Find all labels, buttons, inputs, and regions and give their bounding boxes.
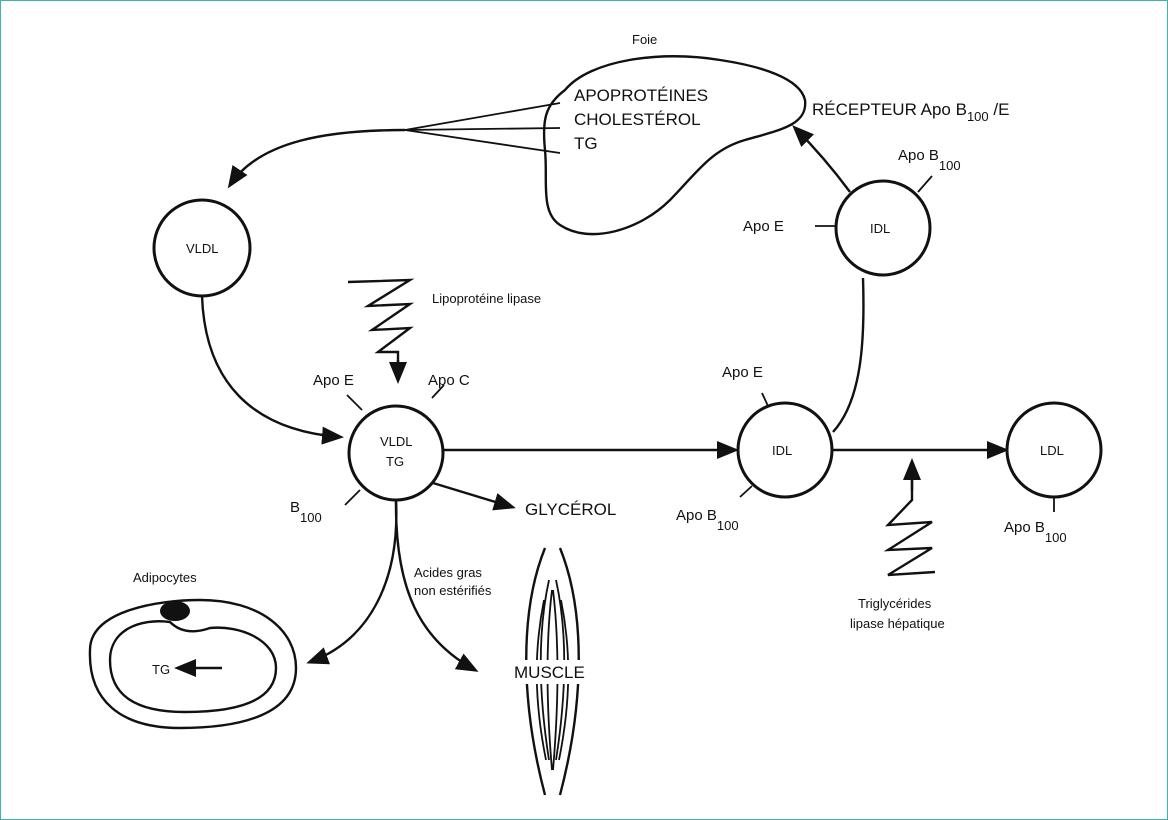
liver-fan-line-3 — [404, 129, 561, 154]
vldl-tg-b100-tick — [344, 489, 361, 506]
vldl-node-label: VLDL — [186, 241, 219, 256]
idl-top-apo-e-label: Apo E — [743, 218, 784, 235]
adipocyte-outer — [88, 598, 298, 730]
liver-title: Foie — [632, 32, 657, 47]
liver-line-1: APOPROTÉINES — [574, 86, 708, 105]
ldl-apo-b-label: Apo B100 — [1004, 519, 1067, 545]
arrow-to-muscle — [394, 499, 479, 672]
adipocytes-label: Adipocytes — [133, 570, 197, 585]
arrow-vldl-to-vldltg — [200, 295, 344, 445]
fatty-acids-label-1: Acides gras — [414, 565, 482, 580]
vldl-tg-apo-c-tick — [431, 384, 445, 399]
liver-line-2: CHOLESTÉROL — [574, 110, 701, 129]
vldl-tg-node — [347, 404, 445, 502]
idl-top-node — [834, 179, 932, 277]
liver-line-3: TG — [574, 134, 598, 153]
receptor-label: RÉCEPTEUR Apo B100 /E — [812, 100, 1009, 124]
muscle-label: MUSCLE — [514, 663, 585, 682]
ldl-label: LDL — [1040, 443, 1064, 458]
idl-mid-apo-b-tick — [739, 485, 753, 498]
vldl-tg-apo-e-label: Apo E — [313, 372, 354, 389]
lipoprotein-lipase-label: Lipoprotéine lipase — [432, 291, 541, 306]
idl-top-apo-b-label: Apo B100 — [898, 147, 961, 173]
idl-top-label: IDL — [870, 221, 890, 236]
idl-mid-label: IDL — [772, 443, 792, 458]
arrow-idl-to-liver — [792, 125, 851, 193]
adipocyte-tg-label: TG — [152, 662, 170, 677]
vldl-tg-label-2: TG — [386, 454, 404, 469]
glycerol-label: GLYCÉROL — [525, 500, 616, 519]
vldl-tg-label-1: VLDL — [380, 434, 413, 449]
adipocyte-inner — [108, 620, 278, 714]
hepatic-lipase-zigzag — [883, 470, 936, 577]
vldl-tg-b100-label: B100 — [290, 499, 322, 525]
arrow-to-adipocytes — [306, 499, 398, 665]
arrow-liver-to-vldl — [227, 128, 406, 189]
vldl-tg-apo-e-tick — [346, 394, 363, 411]
hepatic-lipase-label-1: Triglycérides — [858, 596, 932, 611]
idl-mid-apo-b-label: Apo B100 — [676, 507, 739, 533]
liver-shape — [542, 55, 807, 236]
lipoprotein-lipase-zigzag — [347, 278, 415, 372]
vldl-tg-apo-c-label: Apo C — [428, 372, 470, 389]
hepatic-lipase-label-2: lipase hépatique — [850, 616, 945, 631]
fatty-acids-label-2: non estérifiés — [414, 583, 492, 598]
idl-top-apo-b-tick — [917, 175, 933, 193]
adipocyte-nucleus — [160, 601, 190, 621]
idl-mid-apo-e-tick — [761, 392, 769, 407]
idl-mid-node — [736, 401, 834, 499]
arrow-idl-up — [832, 277, 865, 433]
liver-fan-line-2 — [404, 127, 561, 131]
arrow-to-glycerol — [432, 481, 516, 511]
muscle-label-bg — [512, 660, 604, 684]
liver-fan-line-1 — [404, 102, 561, 131]
idl-mid-apo-e-label: Apo E — [722, 364, 763, 381]
